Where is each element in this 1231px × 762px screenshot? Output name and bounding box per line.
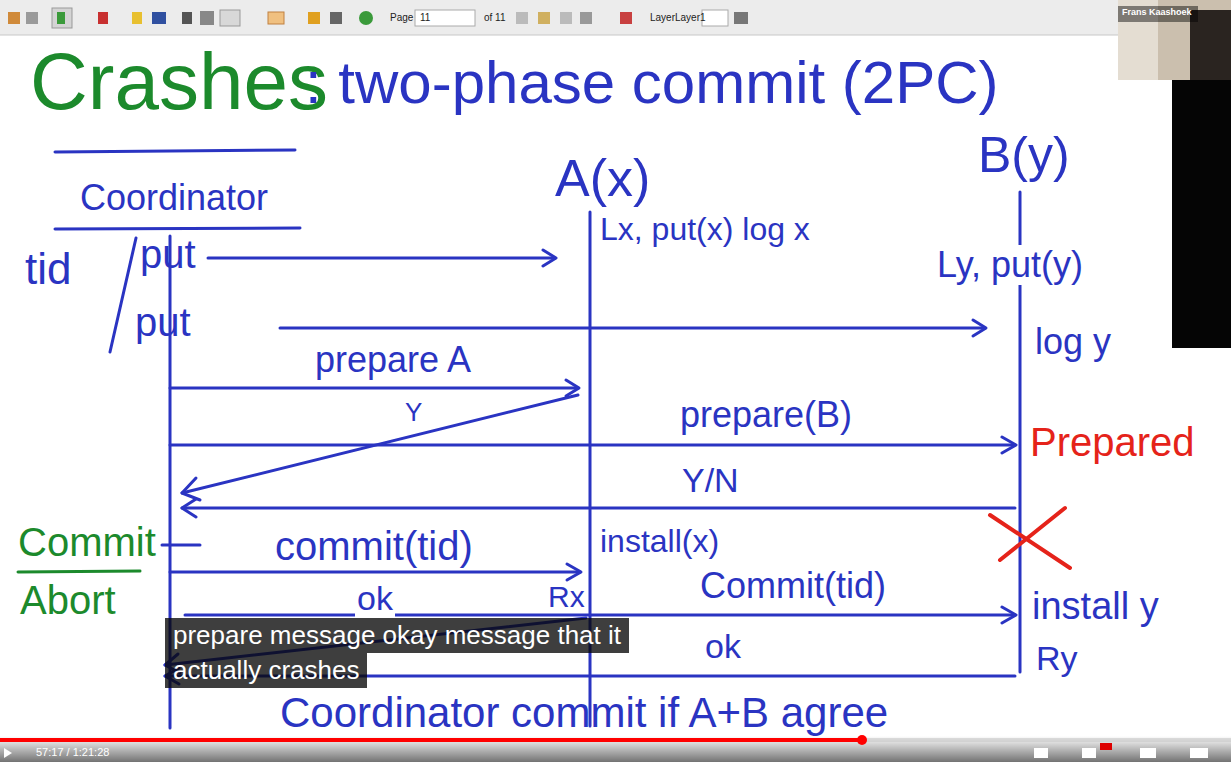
reply-label: ok [705, 628, 741, 665]
participant-name: B(y) [978, 128, 1070, 183]
decision-label: Commit [18, 520, 156, 564]
reply-label: Y/N [682, 462, 739, 499]
message-arrow [182, 507, 1015, 510]
underline [55, 150, 295, 152]
message-arrow [185, 614, 1015, 617]
action-note: install(x) [600, 524, 719, 559]
log-note: log y [1035, 322, 1111, 362]
progress-bar [0, 738, 862, 742]
message-arrow [208, 257, 555, 260]
log-note: Lx, put(x) log x [598, 212, 812, 247]
title: Crashes [30, 38, 328, 126]
rule-note: Coordinator commit if A+B agree [280, 690, 888, 736]
release-note: Ry [1036, 640, 1078, 677]
message-label: prepare A [315, 340, 471, 380]
message-label: Commit(tid) [700, 566, 886, 606]
decision-line [162, 544, 200, 547]
crash-mark [990, 508, 1070, 568]
participant-name: A(x) [555, 150, 650, 207]
toolbar-text: of 11 [484, 12, 506, 23]
message-arrow [170, 444, 1015, 447]
decision-label: Abort [20, 578, 116, 622]
progress-track [0, 738, 1231, 742]
message-label: prepare(B) [680, 395, 852, 435]
underline [18, 571, 140, 572]
message-arrow [280, 327, 985, 330]
subtitle-line: actually crashes [165, 653, 367, 688]
state-label: Prepared [1030, 420, 1195, 464]
webcam-panel [1172, 80, 1231, 348]
toolbar [0, 0, 1231, 35]
toolbar-icons [8, 8, 748, 28]
timestamp: 57:17 / 1:21:28 [36, 746, 109, 758]
release-note: Rx [548, 580, 585, 613]
log-note: Ly, put(y) [935, 245, 1085, 285]
player-controls [4, 743, 1208, 758]
webcam-video [1118, 0, 1231, 80]
message-label: tid [25, 245, 71, 293]
toolbar-text: 11 [420, 12, 430, 23]
action-note: install y [1032, 586, 1159, 628]
toolbar-text: Layer [650, 12, 675, 23]
speaker-name: Frans Kaashoek [1122, 8, 1192, 18]
toolbar-text: Page [390, 12, 413, 23]
player-shade [0, 736, 1231, 762]
message-label: put [140, 232, 196, 276]
slash [110, 238, 136, 352]
message-label: commit(tid) [275, 524, 473, 568]
message-arrow [170, 387, 578, 390]
toolbar-text: Layer1 [675, 12, 706, 23]
reply-label: ok [355, 580, 395, 617]
participant-name: Coordinator [80, 178, 268, 218]
reply-label: Y [405, 398, 422, 427]
underline [55, 228, 300, 229]
title-text: : two-phase commit (2PC) [305, 50, 999, 116]
subtitle-line: prepare message okay message that it [165, 618, 629, 653]
message-arrow [170, 571, 580, 574]
message-label: put [135, 300, 191, 344]
